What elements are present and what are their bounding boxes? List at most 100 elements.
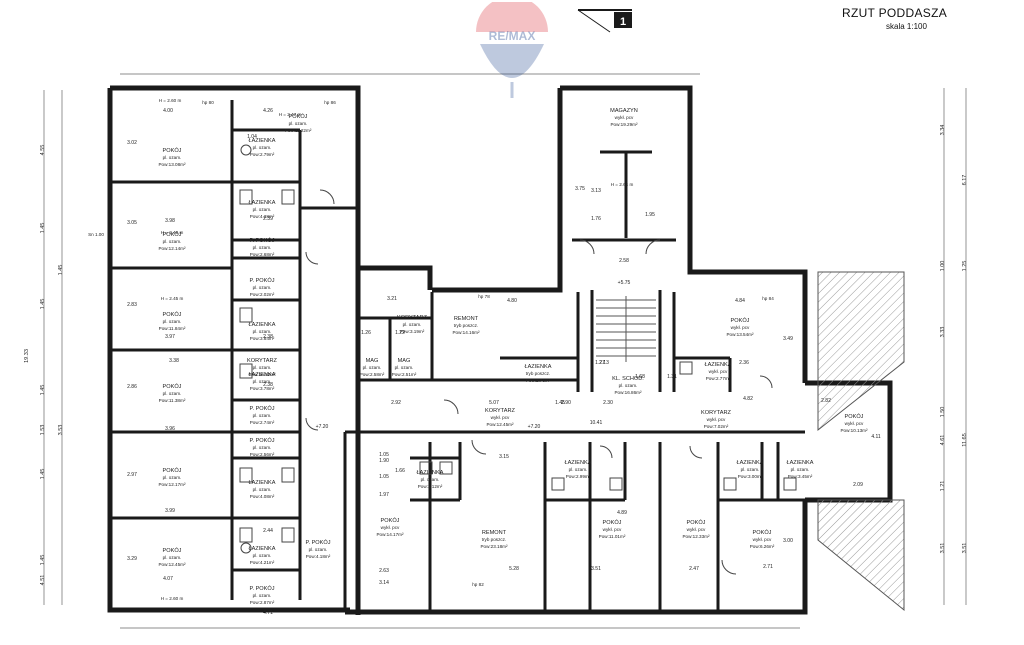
room-area: Pow:11.01m² xyxy=(599,534,626,539)
room-floor-type: pl. ozam. xyxy=(163,475,182,480)
dimension-value: 1.68 xyxy=(635,374,645,380)
room-area: Pow:2.68m² xyxy=(250,252,275,257)
dimension-value: 1.04 xyxy=(247,134,257,140)
right-dimension-value: 1.00 xyxy=(940,261,946,272)
dimension-value: 3.05 xyxy=(127,220,137,226)
left-dimension-value: 4.55 xyxy=(40,145,46,156)
dimension-value: 1.66 xyxy=(395,468,405,474)
room-area: Pow:2.51m² xyxy=(392,372,417,377)
room-area: Pow:12.14m² xyxy=(158,246,186,251)
room-area: Pow:11.22m² xyxy=(285,128,312,133)
dimension-value: 1.05 xyxy=(379,474,389,480)
dimension-value: 2.97 xyxy=(127,472,137,478)
right-dimension-value: 1.25 xyxy=(962,261,968,272)
room-name: POKÓJ xyxy=(753,529,772,536)
dimension-value: 3.51 xyxy=(591,566,601,572)
left-dimension-value: 3.53 xyxy=(58,425,64,436)
dimension-value: 4.82 xyxy=(743,396,753,402)
room-area: Pow:12.17m² xyxy=(158,482,186,487)
room-name: ŁAZIENKA xyxy=(704,362,731,368)
dimension-value: 2.30 xyxy=(603,400,613,406)
room-area: Pow:3.00m² xyxy=(738,474,763,479)
room-area: Pow:11.84m² xyxy=(159,326,186,331)
dimension-value: 3.29 xyxy=(127,556,137,562)
room-name: P. POKÓJ xyxy=(249,405,274,412)
room-name: MAG xyxy=(366,358,379,364)
dimension-value: 2.44 xyxy=(263,528,273,534)
room-area: Pow:3.78m² xyxy=(250,386,275,391)
dimension-value: 4.71 xyxy=(263,610,273,616)
level-marker: +7.20 xyxy=(316,424,329,430)
room-floor-type: pl. ozam. xyxy=(289,121,308,126)
room-floor-type: wykł. pcv xyxy=(615,115,634,120)
dimension-value: 3.96 xyxy=(165,426,175,432)
room-floor-type: pl. ozam. xyxy=(253,413,272,418)
room-area: Pow:2.77m² xyxy=(706,376,731,381)
room-name: ŁAZIENKA xyxy=(248,322,275,328)
room-area: Pow:4.28m² xyxy=(250,214,275,219)
dimension-value: 2.90 xyxy=(561,400,571,406)
room-area: Pow:2.58m² xyxy=(360,372,385,377)
dimension-value: 3.02 xyxy=(127,140,137,146)
dimension-value: 4.80 xyxy=(507,298,517,304)
left-dimension-value: 19.33 xyxy=(24,349,30,363)
dimension-value: 1.45 xyxy=(555,400,565,406)
room-floor-type: pl. ozam. xyxy=(253,245,272,250)
room-floor-type: pl. ozam. xyxy=(619,383,638,388)
room-name: KORYTARZ xyxy=(247,358,278,364)
dimension-value: 1.97 xyxy=(379,492,389,498)
ceiling-height-label: H = 2.64 m xyxy=(611,182,634,187)
dimension-value: 3.99 xyxy=(165,508,175,514)
room-floor-type: pl. ozam. xyxy=(163,555,182,560)
room-area: Pow:13.54m² xyxy=(726,332,754,337)
room-area: Pow:4.18m² xyxy=(306,554,331,559)
room-floor-type: wykł. pcv xyxy=(731,325,750,330)
dimension-value: 2.71 xyxy=(763,564,773,570)
room-area: Pow:13.08m² xyxy=(158,162,186,167)
room-floor-type: pl. ozam. xyxy=(421,477,440,482)
left-dimension-value: 1.45 xyxy=(40,469,46,480)
ceiling-height-label: H = 2.47 m xyxy=(279,112,302,117)
room-area: Pow:3.45m² xyxy=(788,474,813,479)
roof-hatch xyxy=(817,271,905,612)
dimension-value: 3.38 xyxy=(169,358,179,364)
room-name: POKÓJ xyxy=(289,113,308,120)
dimension-value: 3.75 xyxy=(575,186,585,192)
sill-height-label: Sn 1.00 xyxy=(88,232,104,237)
dimension-value: 2.13 xyxy=(599,360,609,366)
room-floor-type: pl. ozam. xyxy=(569,467,588,472)
room-name: MAGAZYN xyxy=(610,108,638,114)
room-floor-type: pl. ozam. xyxy=(363,365,382,370)
dimension-value: 2.86 xyxy=(127,384,137,390)
room-area: Pow:4.21m² xyxy=(250,560,275,565)
room-name: KL. SCHOD. xyxy=(612,376,644,382)
right-dimension-value: 11.65 xyxy=(962,433,968,446)
room-name: POKÓJ xyxy=(603,519,622,526)
room-name: ŁAZIENKA xyxy=(248,200,275,206)
plan-header: RZUT PODDASZA skala 1:100 xyxy=(842,6,947,31)
room-floor-type: pl. ozam. xyxy=(253,207,272,212)
fixtures xyxy=(239,144,797,554)
dimension-value: 4.11 xyxy=(871,434,881,440)
dimension-value: 3.14 xyxy=(379,580,389,586)
dimension-value: 1.76 xyxy=(591,216,601,222)
left-dimension-value: 1.45 xyxy=(58,265,64,276)
room-area: Pow:19.29m² xyxy=(610,122,638,127)
room-floor-type: wykł. pcv xyxy=(845,421,864,426)
room-area: Pow:2.02m² xyxy=(250,292,275,297)
room-area: Pow:4.08m² xyxy=(250,494,275,499)
room-floor-type: wykł. pcv xyxy=(687,527,706,532)
room-name: ŁAZIENKA xyxy=(524,364,551,370)
room-floor-type: tryb poszcz. xyxy=(454,323,479,328)
room-name: KORYTARZ xyxy=(701,410,732,416)
left-dimension-value: 1.53 xyxy=(40,425,46,436)
room-name: REMONT xyxy=(482,530,507,536)
room-area: Pow:16.86m² xyxy=(614,390,642,395)
dimension-value: 5.28 xyxy=(509,566,519,572)
room-area: Pow:3.19m² xyxy=(400,329,425,334)
interior-walls xyxy=(110,100,805,612)
dimension-value: 2.38 xyxy=(263,334,273,340)
room-floor-type: pl. ozam. xyxy=(403,322,422,327)
room-name: P. POKÓJ xyxy=(249,277,274,284)
